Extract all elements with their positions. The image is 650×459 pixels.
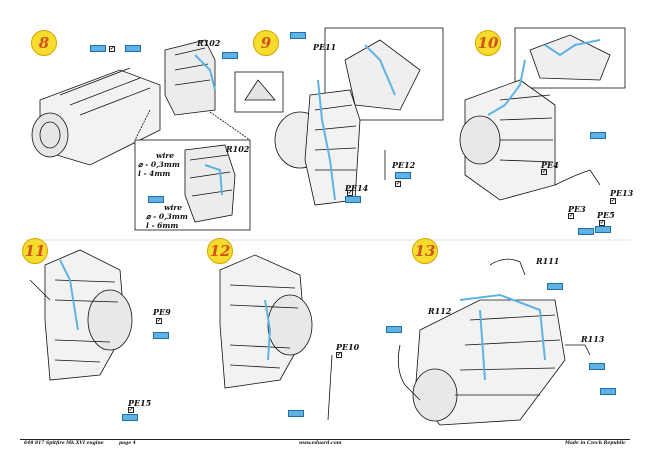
callout-pe9: PE9	[153, 307, 171, 317]
wire-note-6mm: wire ⌀ - 0,3mm l - 6mm	[146, 203, 188, 230]
check-icon: ✔	[336, 352, 342, 358]
callout-pe5: PE5	[597, 210, 615, 220]
check-icon: ✔	[156, 318, 162, 324]
part-tag	[148, 196, 164, 203]
callout-r113: R113	[581, 334, 605, 344]
callout-pe10: PE10	[336, 342, 360, 352]
part-tag	[595, 226, 611, 233]
callout-r102-top: R102	[197, 38, 221, 48]
check-icon: ✔	[109, 46, 115, 52]
step-13-badge: 13	[412, 238, 438, 264]
part-tag	[125, 45, 141, 52]
check-icon: ✔	[347, 190, 353, 196]
step-12-badge: 12	[207, 238, 233, 264]
part-tag	[590, 132, 606, 139]
part-tag	[222, 52, 238, 59]
callout-pe11: PE11	[313, 42, 337, 52]
footer-rule	[20, 439, 630, 440]
part-tag	[600, 388, 616, 395]
part-tag	[345, 196, 361, 203]
callout-pe3: PE3	[568, 204, 586, 214]
part-tag	[90, 45, 106, 52]
part-tag	[122, 414, 138, 421]
footer-website: www.eduard.com	[299, 441, 342, 446]
callout-pe13: PE13	[610, 188, 634, 198]
step8-inset-drawing	[184, 144, 236, 223]
wire-note-4mm: wire ⌀ - 0,3mm l - 4mm	[138, 151, 180, 178]
callout-pe14: PE14	[345, 183, 369, 193]
step13-engine-drawing	[397, 258, 591, 426]
step12-engine-drawing	[219, 254, 333, 421]
callout-r102-inset: R102	[226, 144, 250, 154]
part-tag	[578, 228, 594, 235]
step11-engine-drawing	[29, 249, 133, 381]
footer-product: 648 817 Spitfire Mk.XVI engine	[24, 441, 104, 446]
step-10-badge: 10	[475, 30, 501, 56]
part-tag	[547, 283, 563, 290]
part-tag	[386, 326, 402, 333]
part-tag	[395, 172, 411, 179]
part-tag	[288, 410, 304, 417]
check-icon: ✔	[610, 198, 616, 204]
callout-r111: R111	[536, 256, 560, 266]
step9-engine-drawing	[274, 89, 386, 206]
check-icon: ✔	[599, 220, 605, 226]
check-icon: ✔	[395, 181, 401, 187]
part-tag	[589, 363, 605, 370]
step-9-badge: 9	[253, 30, 279, 56]
check-icon: ✔	[568, 213, 574, 219]
step-11-badge: 11	[22, 238, 48, 264]
step10-engine-drawing	[459, 79, 601, 201]
step-8-badge: 8	[31, 30, 57, 56]
part-tag	[290, 32, 306, 39]
blue-parts	[59, 39, 601, 381]
check-icon: ✔	[541, 169, 547, 175]
footer-page: page 4	[119, 441, 136, 446]
callout-r112: R112	[428, 306, 452, 316]
step8-engine-drawing	[31, 39, 216, 166]
footer-origin: Made in Czech Republic	[565, 441, 626, 446]
callout-pe12: PE12	[392, 160, 416, 170]
check-icon: ✔	[128, 407, 134, 413]
callout-pe4: PE4	[541, 160, 559, 170]
callout-pe15: PE15	[128, 398, 152, 408]
part-tag	[153, 332, 169, 339]
